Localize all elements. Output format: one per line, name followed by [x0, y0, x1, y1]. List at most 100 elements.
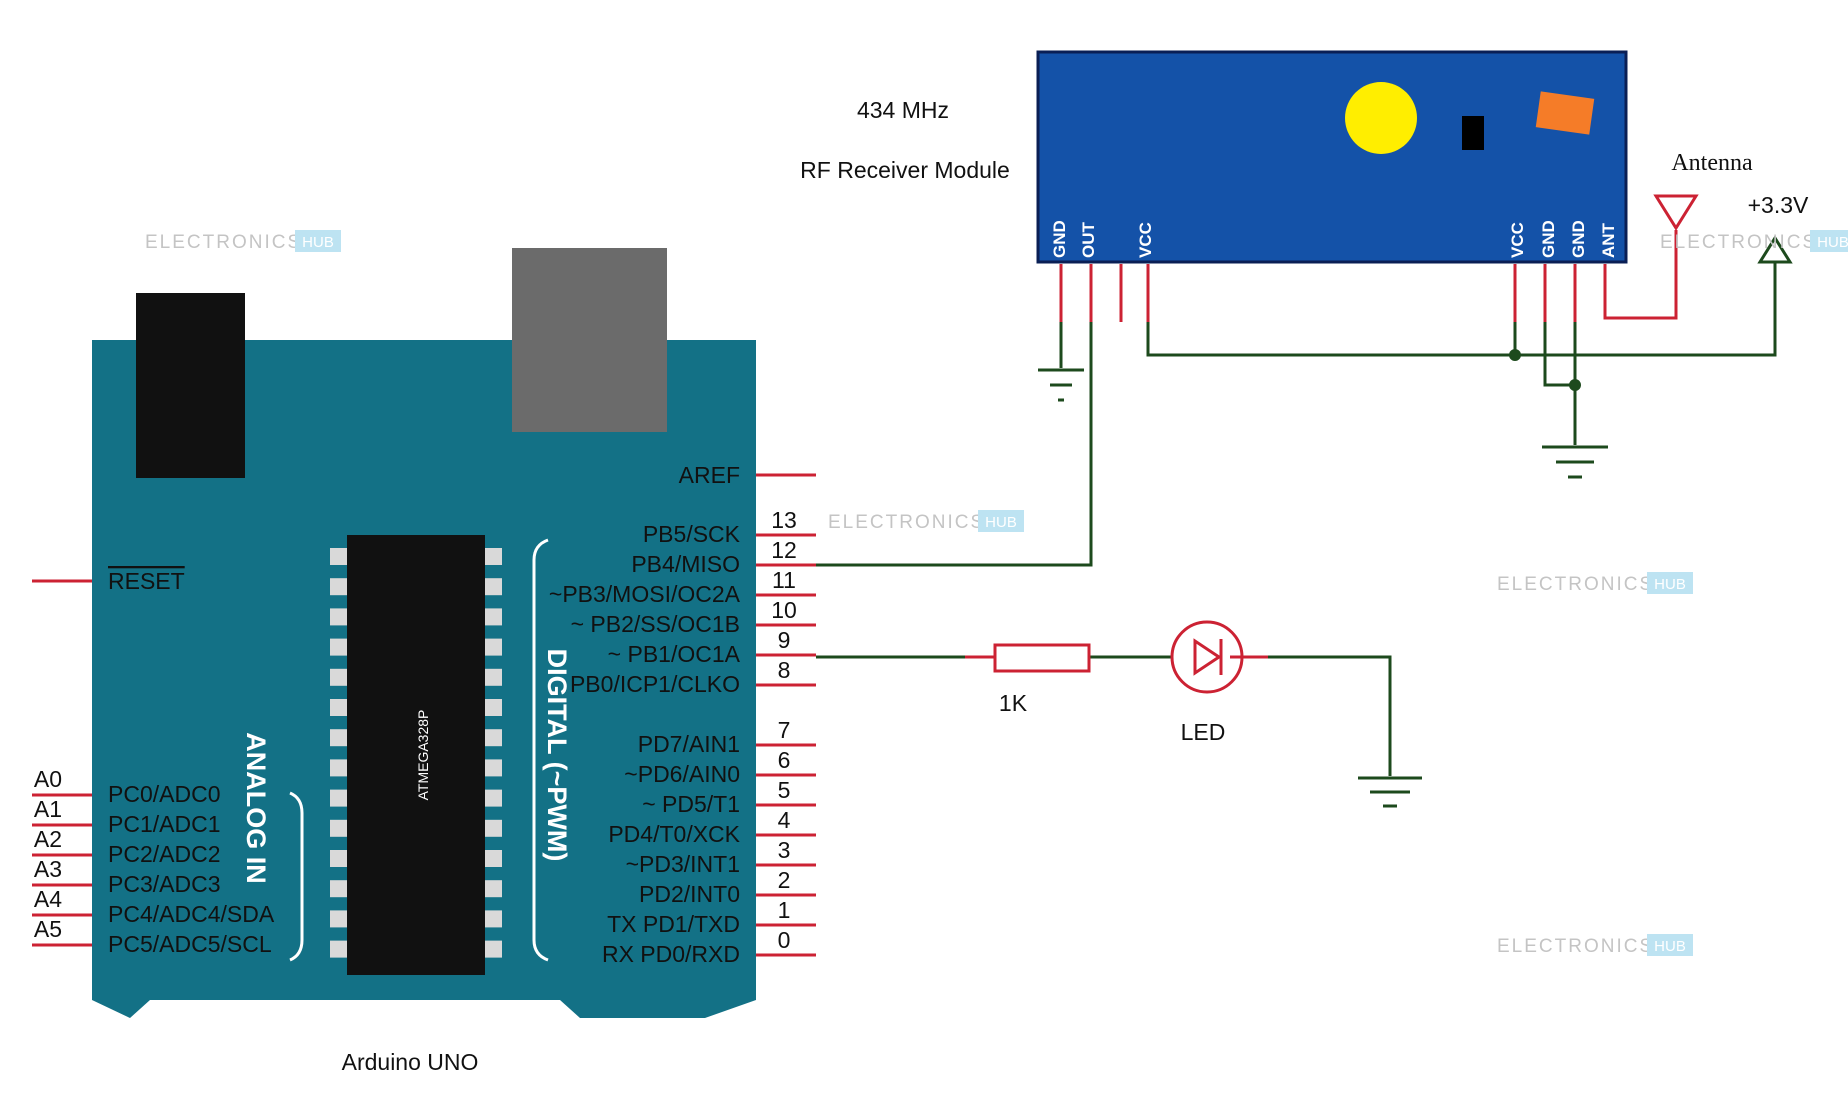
usb-connector: [512, 248, 667, 432]
analog-pin-name: PC5/ADC5/SCL: [108, 931, 272, 957]
chip-pin: [330, 850, 347, 867]
digital-pin-0: 0 RX PD0/RXD: [602, 927, 816, 967]
digital-pin-name: ~PD6/AIN0: [624, 761, 740, 787]
chip-pin: [330, 789, 347, 807]
wire-gnd-right-1: [1543, 322, 1575, 387]
chip-pin: [485, 850, 502, 867]
rf-pin-gnd-left: GND: [1050, 220, 1069, 258]
led-label: LED: [1181, 719, 1226, 745]
watermark-brand: ELECTRONICS: [828, 512, 985, 533]
chip-pin: [485, 608, 502, 626]
digital-pin-name: ~PD3/INT1: [626, 851, 740, 877]
chip-pin: [330, 880, 347, 898]
analog-pin-name: PC2/ADC2: [108, 841, 220, 867]
chip-pin: [330, 548, 347, 565]
resistor-body: [993, 643, 1091, 673]
led-component: [1170, 620, 1268, 694]
chip-pins-right: [485, 548, 502, 958]
watermark-brand: ELECTRONICS: [1497, 936, 1654, 957]
rf-pin-vcc-left: VCC: [1136, 222, 1155, 258]
analog-pin-name: PC3/ADC3: [108, 871, 220, 897]
ground-symbol-rf: [1038, 368, 1084, 402]
arduino-caption: Arduino UNO: [342, 1049, 479, 1075]
digital-pin-10: 10~ PB2/SS/OC1B: [571, 597, 816, 637]
chip-pin: [485, 910, 502, 928]
analog-bracket: [289, 791, 304, 962]
chip-pin: [485, 880, 502, 898]
chip-pin: [330, 638, 347, 656]
arduino-board: ATMEGA328P DIGITAL (~PWM) ANALOG IN AREF…: [32, 248, 816, 1018]
antenna-label: Antenna: [1671, 150, 1753, 176]
chip-pin: [330, 910, 347, 928]
rf-title-line1: 434 MHz: [857, 97, 949, 123]
digital-pin-number: 12: [771, 537, 797, 563]
ic-component: [1462, 116, 1484, 150]
rf-module-board: [1036, 50, 1628, 264]
resistor-label: 1K: [999, 690, 1028, 716]
analog-pin-number: A2: [34, 826, 62, 852]
digital-pin-name: TX PD1/TXD: [607, 911, 740, 937]
digital-pin-name: RX PD0/RXD: [602, 941, 740, 967]
digital-pin-number: 5: [778, 777, 791, 803]
digital-pin-1: 1TX PD1/TXD: [607, 897, 816, 937]
atmega-chip: ATMEGA328P: [330, 535, 502, 975]
digital-pin-11: 11 ~PB3/MOSI/OC2A: [549, 567, 816, 607]
rf-receiver-module: GND OUT VCC VCC GND GND ANT: [1036, 50, 1628, 264]
digital-pin-3: 3 ~PD3/INT1: [626, 837, 816, 877]
wire-led-gnd: [1268, 655, 1392, 776]
chip-pin: [485, 789, 502, 807]
analog-pin-number: A3: [34, 856, 62, 882]
analog-pins: A0PC0/ADC0A1PC1/ADC1A2PC2/ADC2A3PC3/ADC3…: [32, 766, 275, 957]
chip-body: [347, 535, 485, 975]
chip-pin: [485, 668, 502, 686]
analog-pin-name: PC4/ADC4/SDA: [108, 901, 275, 927]
power-jack: [136, 293, 245, 478]
digital-pin-number: 0: [778, 927, 791, 953]
rf-pin-ant: ANT: [1599, 222, 1618, 258]
chip-pin: [330, 940, 347, 958]
digital-pin-name: PB0/ICP1/CLKO: [570, 671, 740, 697]
digital-pin-name: ~PB3/MOSI/OC2A: [549, 581, 741, 607]
digital-pin-number: 2: [778, 867, 791, 893]
digital-pin-name: PB5/SCK: [643, 521, 741, 547]
digital-pin-number: 11: [772, 567, 796, 593]
analog-pin-number: A1: [34, 796, 62, 822]
digital-pin-number: 7: [778, 717, 791, 743]
ground-symbol-right: [1542, 445, 1608, 479]
chip-pin: [330, 759, 347, 777]
digital-pin-number: 4: [778, 807, 791, 833]
watermark-hub: HUB: [302, 234, 334, 251]
chip-pin: [330, 668, 347, 686]
analog-pin-number: A4: [34, 886, 62, 912]
chip-pin: [330, 578, 347, 596]
analog-pin-name: PC0/ADC0: [108, 781, 220, 807]
rf-pin-gnd-right-1: GND: [1539, 220, 1558, 258]
watermark-hub: HUB: [985, 514, 1017, 531]
digital-pin-number: 6: [778, 747, 791, 773]
digital-pin-number: 3: [778, 837, 791, 863]
chip-pin: [330, 699, 347, 716]
crystal-circle: [1345, 82, 1417, 154]
rf-title-line2: RF Receiver Module: [800, 157, 1010, 183]
digital-bracket: [532, 538, 549, 962]
digital-pin-6: 6 ~PD6/AIN0: [624, 747, 816, 787]
reset-label: RESET: [108, 568, 185, 594]
chip-pin: [485, 819, 502, 837]
antenna-symbol: [1653, 194, 1699, 231]
rf-pin-out: OUT: [1079, 222, 1098, 259]
digital-pin-name: PD7/AIN1: [638, 731, 740, 757]
aref-label: AREF: [679, 462, 740, 488]
chip-pin: [485, 759, 502, 777]
analog-pin-name: PC1/ADC1: [108, 811, 220, 837]
digital-pin-5: 5~ PD5/T1: [642, 777, 816, 817]
chip-pin: [330, 729, 347, 747]
